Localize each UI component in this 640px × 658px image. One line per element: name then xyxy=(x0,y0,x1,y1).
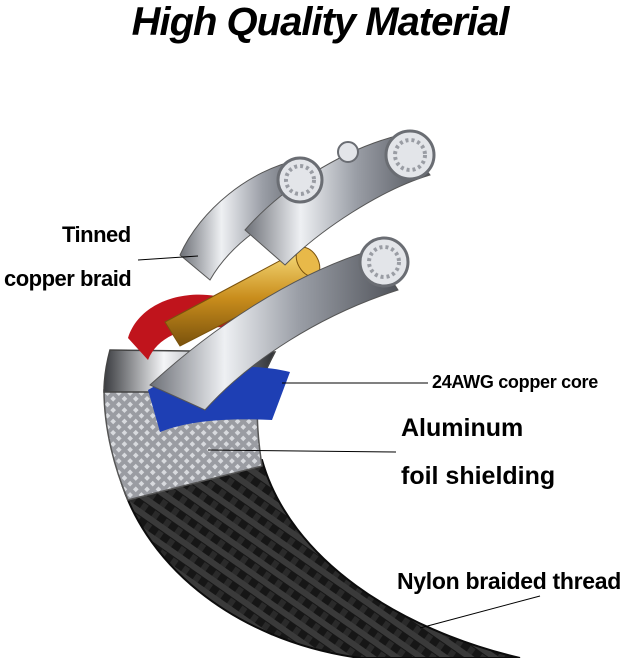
strand-end-3 xyxy=(358,236,410,288)
copper-core-label: 24AWG copper core xyxy=(432,372,598,392)
leader-nylon xyxy=(419,595,541,629)
leader-tinned xyxy=(137,255,199,261)
strand-end-4 xyxy=(337,141,359,163)
aluminum-label-line1: Aluminum xyxy=(401,414,524,442)
page-title: High Quality Material xyxy=(131,0,510,44)
leader-aluminum xyxy=(207,449,397,453)
tinned-label-line2: copper braid xyxy=(4,266,132,291)
aluminum-label-line2: foil shielding xyxy=(401,462,556,490)
nylon-braided-jacket xyxy=(116,458,521,658)
nylon-label: Nylon braided thread xyxy=(397,568,622,594)
tinned-label-line1: Tinned xyxy=(62,222,131,247)
strand-end-2 xyxy=(384,129,436,181)
